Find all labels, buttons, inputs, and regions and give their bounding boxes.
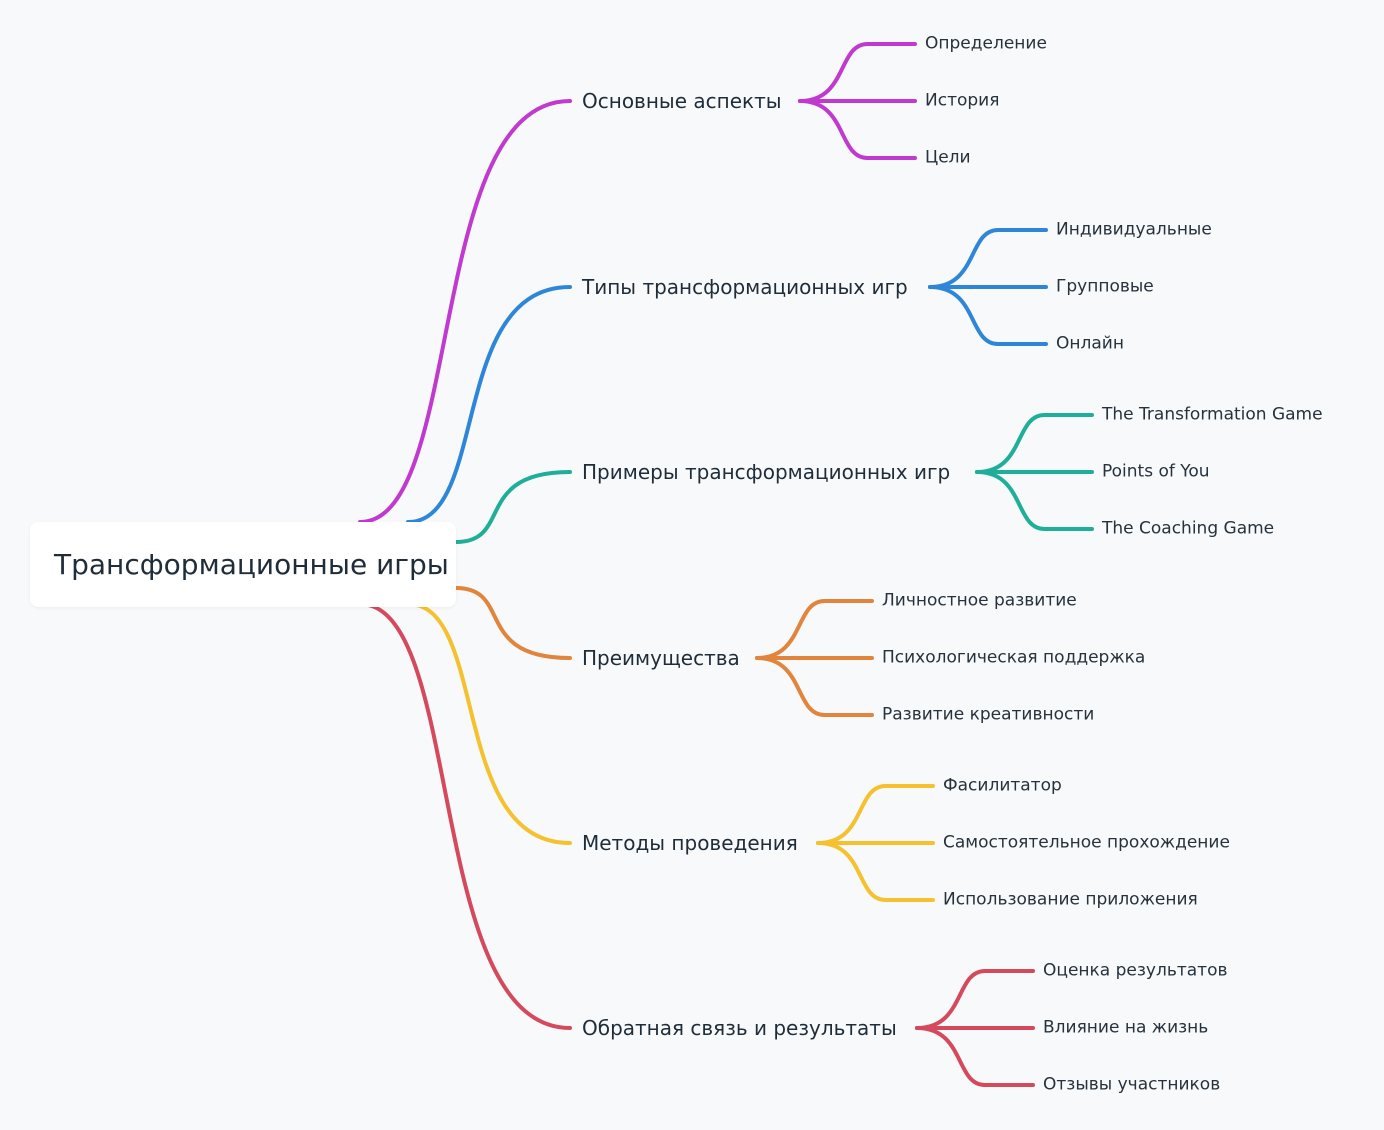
leaf-node-0-1[interactable]: История: [925, 90, 1000, 111]
connector-branch-4-leaf-2: [816, 841, 935, 902]
leaf-node-5-1[interactable]: Влияние на жизнь: [1043, 1017, 1209, 1038]
leaf-node-2-2[interactable]: The Coaching Game: [1102, 518, 1275, 539]
leaf-node-4-2[interactable]: Использование приложения: [943, 889, 1198, 910]
connector-root-branch-3: [454, 586, 572, 660]
root-label: Трансформационные игры: [54, 548, 449, 581]
connector-root-branch-4: [406, 602, 572, 845]
connector-branch-2-leaf-2: [975, 470, 1094, 531]
branch-node-3[interactable]: Преимущества: [582, 646, 740, 670]
connector-root-branch-1: [406, 285, 572, 524]
connector-branch-4-leaf-0: [816, 784, 935, 845]
branch-node-5[interactable]: Обратная связь и результаты: [582, 1016, 897, 1040]
connector-branch-2-leaf-0: [975, 413, 1094, 474]
branch-node-1[interactable]: Типы трансформационных игр: [582, 275, 908, 299]
leaf-node-5-2[interactable]: Отзывы участников: [1043, 1074, 1221, 1095]
leaf-node-1-0[interactable]: Индивидуальные: [1056, 219, 1212, 240]
branch-node-2[interactable]: Примеры трансформационных игр: [582, 460, 951, 484]
connector-branch-5-leaf-2: [915, 1026, 1035, 1087]
leaf-node-2-1[interactable]: Points of You: [1102, 461, 1210, 482]
leaf-node-2-0[interactable]: The Transformation Game: [1102, 404, 1323, 425]
leaf-node-4-1[interactable]: Самостоятельное прохождение: [943, 832, 1230, 853]
root-node[interactable]: Трансформационные игры: [30, 522, 456, 607]
leaf-node-4-0[interactable]: Фасилитатор: [943, 775, 1062, 796]
connector-branch-5-leaf-0: [915, 969, 1035, 1030]
connector-branch-1-leaf-2: [928, 285, 1048, 346]
branch-node-4[interactable]: Методы проведения: [582, 831, 798, 855]
connector-branch-3-leaf-0: [755, 599, 874, 660]
connector-branch-0-leaf-0: [798, 42, 917, 103]
leaf-node-3-0[interactable]: Личностное развитие: [882, 590, 1077, 611]
leaf-node-3-2[interactable]: Развитие креативности: [882, 704, 1095, 725]
leaf-node-3-1[interactable]: Психологическая поддержка: [882, 647, 1146, 668]
connector-branch-3-leaf-2: [755, 656, 874, 717]
branch-node-0[interactable]: Основные аспекты: [582, 89, 782, 113]
leaf-node-1-2[interactable]: Онлайн: [1056, 333, 1124, 354]
connector-root-branch-0: [358, 99, 572, 524]
leaf-node-5-0[interactable]: Оценка результатов: [1043, 960, 1228, 981]
connector-branch-0-leaf-2: [798, 99, 917, 160]
connector-root-branch-5: [358, 602, 572, 1030]
connector-branch-1-leaf-0: [928, 228, 1048, 289]
leaf-node-0-0[interactable]: Определение: [925, 33, 1047, 54]
leaf-node-1-1[interactable]: Групповые: [1056, 276, 1154, 297]
leaf-node-0-2[interactable]: Цели: [925, 147, 971, 168]
connector-root-branch-2: [454, 470, 572, 544]
